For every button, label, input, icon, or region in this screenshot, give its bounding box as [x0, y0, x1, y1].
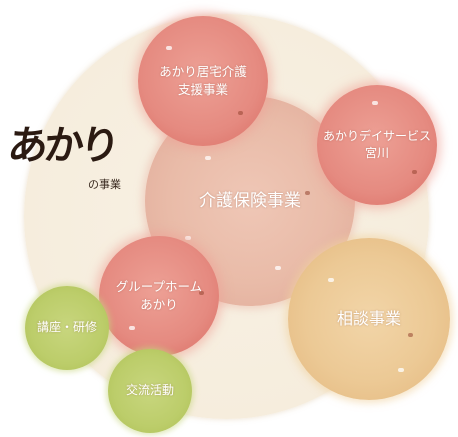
akari-logo: あかり の事業: [5, 122, 138, 196]
insurance-business-label: 介護保険事業: [199, 190, 301, 211]
consultation-label: 相談事業: [336, 309, 401, 329]
consultation-circle[interactable]: 相談事業: [288, 238, 450, 400]
lectures-training-circle[interactable]: 講座・研修: [25, 286, 109, 370]
logo-subtitle: の事業: [88, 178, 121, 191]
group-home-label: グループホーム あかり: [115, 278, 203, 312]
logo-text: あかり: [5, 122, 119, 169]
home-care-support-label: あかり居宅介護 支援事業: [159, 63, 247, 97]
home-care-support-circle[interactable]: あかり居宅介護 支援事業: [138, 16, 268, 146]
day-service-circle[interactable]: あかりデイサービス 宮川: [317, 85, 437, 205]
exchange-activities-label: 交流活動: [125, 383, 174, 398]
group-home-circle[interactable]: グループホーム あかり: [99, 236, 219, 356]
exchange-activities-circle[interactable]: 交流活動: [108, 349, 192, 433]
lectures-training-label: 講座・研修: [36, 320, 97, 335]
day-service-label: あかりデイサービス 宮川: [322, 128, 431, 160]
